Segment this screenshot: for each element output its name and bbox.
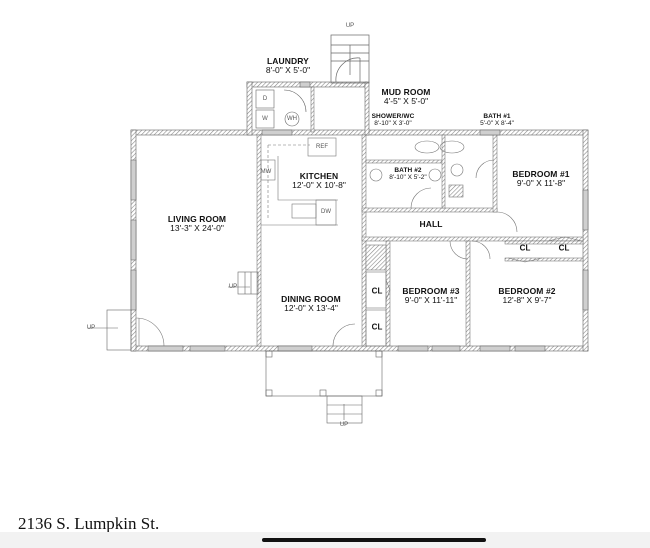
dishwasher-label: DW bbox=[321, 209, 331, 215]
room-label-bedroom1: BEDROOM #1 9'-0" X 11'-8" bbox=[512, 170, 569, 188]
windows bbox=[130, 81, 589, 352]
refrigerator-label: REF bbox=[316, 144, 328, 150]
room-name: BEDROOM #3 bbox=[402, 286, 460, 296]
room-dims: 8'-0" X 5'-0" bbox=[265, 64, 311, 75]
stairs-up-label: UP bbox=[86, 325, 96, 331]
room-name: DINING ROOM bbox=[281, 294, 341, 304]
room-dims: 12'-0" X 10'-8" bbox=[292, 179, 346, 190]
bath-fixtures bbox=[369, 140, 495, 209]
room-name: BATH #1 bbox=[483, 113, 511, 120]
closet-label: CL bbox=[371, 286, 383, 296]
room-dims: 8'-10" X 3'-0" bbox=[374, 119, 412, 127]
top-stairs bbox=[330, 34, 370, 84]
water-heater-label: WH bbox=[287, 116, 297, 122]
home-indicator[interactable] bbox=[262, 538, 486, 542]
kitchen-counters bbox=[260, 137, 338, 226]
stairs-up-label: UP bbox=[339, 422, 349, 428]
room-dims: 13'-3" X 24'-0" bbox=[170, 222, 224, 233]
room-dims: 12'-8" X 9'-7" bbox=[502, 294, 552, 305]
room-label-living-room: LIVING ROOM 13'-3" X 24'-0" bbox=[168, 215, 226, 233]
closet-label: CL bbox=[371, 322, 383, 332]
closets bbox=[365, 236, 583, 347]
room-label-bedroom2: BEDROOM #2 12'-8" X 9'-7" bbox=[498, 287, 555, 305]
floor-plan bbox=[88, 34, 589, 424]
room-label-dining-room: DINING ROOM 12'-0" X 13'-4" bbox=[281, 295, 341, 313]
interior-walls bbox=[256, 86, 584, 347]
laundry-fixtures bbox=[255, 89, 307, 129]
closet-label: CL bbox=[519, 243, 531, 253]
stairs-up-label: UP bbox=[228, 284, 238, 290]
room-label-laundry: LAUNDRY 8'-0" X 5'-0" bbox=[266, 57, 310, 75]
closet-label: CL bbox=[558, 243, 570, 253]
room-name: BATH #2 bbox=[394, 167, 422, 174]
room-name: HALL bbox=[419, 219, 443, 229]
room-dims: 4'-5" X 5'-0" bbox=[383, 95, 429, 106]
room-dims: 5'-0" X 8'-4" bbox=[480, 119, 514, 127]
room-dims: 9'-0" X 11'-8" bbox=[516, 177, 566, 188]
room-name: LIVING ROOM bbox=[167, 214, 227, 224]
living-stairs bbox=[228, 271, 259, 295]
room-label-bath1: BATH #1 5'-0" X 8'-4" bbox=[480, 113, 514, 128]
room-label-shower-wc: SHOWER/WC 8'-10" X 3'-0" bbox=[371, 113, 415, 128]
room-dims: 12'-0" X 13'-4" bbox=[284, 302, 338, 313]
room-label-kitchen: KITCHEN 12'-0" X 10'-8" bbox=[292, 172, 346, 190]
room-name: SHOWER/WC bbox=[371, 113, 415, 120]
room-dims: 9'-0" X 11'-11" bbox=[404, 294, 458, 305]
address-caption: 2136 S. Lumpkin St. bbox=[18, 514, 160, 533]
room-label-bath2: BATH #2 8'-10" X 5'-2" bbox=[389, 167, 427, 182]
room-name: BEDROOM #2 bbox=[498, 286, 556, 296]
room-name: LAUNDRY bbox=[267, 56, 309, 66]
front-porch bbox=[265, 350, 383, 424]
room-label-bedroom3: BEDROOM #3 9'-0" X 11'-11" bbox=[402, 287, 459, 305]
room-dims: 8'-10" X 5'-2" bbox=[389, 173, 427, 181]
microwave-label: MW bbox=[260, 169, 272, 175]
left-stoop bbox=[88, 309, 132, 351]
room-label-hall: HALL bbox=[419, 220, 442, 229]
dryer-label: D bbox=[262, 96, 268, 102]
stairs-up-label: UP bbox=[345, 23, 355, 29]
room-name: BEDROOM #1 bbox=[512, 169, 570, 179]
room-label-mud-room: MUD ROOM 4'-5" X 5'-0" bbox=[382, 88, 431, 106]
washer-label: W bbox=[262, 116, 268, 122]
room-name: KITCHEN bbox=[299, 171, 339, 181]
room-name: MUD ROOM bbox=[381, 87, 431, 97]
doors bbox=[135, 211, 518, 347]
